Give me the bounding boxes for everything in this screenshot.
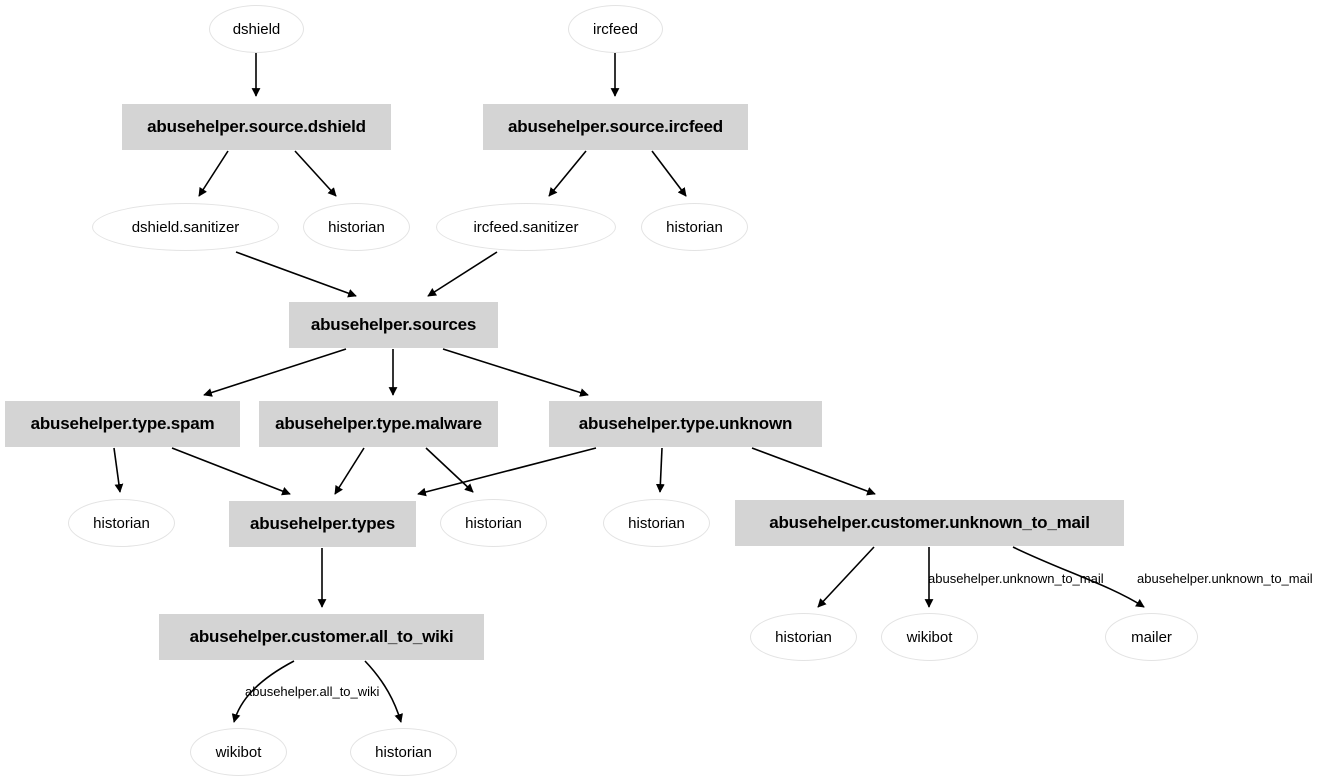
graph-edge-sources-to-type_spam xyxy=(203,348,347,397)
graph-edge-type_unknown-to-cust_unknown_to_mail xyxy=(751,447,876,496)
graph-node-dshield_sanitizer[interactable]: dshield.sanitizer xyxy=(92,203,279,251)
graph-node-label: historian xyxy=(93,514,150,532)
graph-node-historian_ircfeed[interactable]: historian xyxy=(641,203,748,251)
graph-node-wikibot_u2m[interactable]: wikibot xyxy=(881,613,978,661)
graph-node-label: abusehelper.type.unknown xyxy=(578,414,793,433)
graph-node-label: historian xyxy=(328,218,385,236)
graph-node-label: wikibot xyxy=(215,743,262,761)
graph-node-type_unknown[interactable]: abusehelper.type.unknown xyxy=(549,401,822,447)
graph-node-label: mailer xyxy=(1131,628,1172,646)
graph-edge-dshield_sanitizer-to-sources xyxy=(235,251,357,298)
graph-edge-src_ircfeed-to-ircfeed_sanitizer xyxy=(548,150,587,197)
graph-node-label: historian xyxy=(375,743,432,761)
graph-node-historian_dshield[interactable]: historian xyxy=(303,203,410,251)
graph-node-label: wikibot xyxy=(906,628,953,646)
graph-edge-src_dshield-to-historian_dshield xyxy=(294,150,337,197)
graph-node-cust_unknown_to_mail[interactable]: abusehelper.customer.unknown_to_mail xyxy=(735,500,1124,546)
graph-edge-label: abusehelper.all_to_wiki xyxy=(245,684,380,699)
graph-node-label: abusehelper.source.ircfeed xyxy=(508,117,723,136)
graph-node-ircfeed_sanitizer[interactable]: ircfeed.sanitizer xyxy=(436,203,616,251)
graph-edge-type_unknown-to-types xyxy=(417,447,597,497)
graph-node-historian_unknown[interactable]: historian xyxy=(603,499,710,547)
graph-node-label: historian xyxy=(775,628,832,646)
graph-node-label: abusehelper.customer.all_to_wiki xyxy=(189,627,454,646)
graph-edge-ircfeed_sanitizer-to-sources xyxy=(427,251,498,297)
graph-node-src_ircfeed[interactable]: abusehelper.source.ircfeed xyxy=(483,104,748,150)
graph-edge-type_unknown-to-historian_unknown xyxy=(655,447,665,493)
graph-node-type_malware[interactable]: abusehelper.type.malware xyxy=(259,401,498,447)
graph-node-cust_all_to_wiki[interactable]: abusehelper.customer.all_to_wiki xyxy=(159,614,484,660)
graph-node-type_spam[interactable]: abusehelper.type.spam xyxy=(5,401,240,447)
graph-node-mailer_u2m[interactable]: mailer xyxy=(1105,613,1198,661)
graph-node-label: ircfeed.sanitizer xyxy=(473,218,579,236)
graph-edge-label: abusehelper.unknown_to_mail xyxy=(928,571,1104,586)
graph-node-types[interactable]: abusehelper.types xyxy=(229,501,416,547)
graph-node-historian_spam[interactable]: historian xyxy=(68,499,175,547)
graph-edge-src_ircfeed-to-historian_ircfeed xyxy=(651,150,687,197)
graph-node-label: historian xyxy=(628,514,685,532)
graph-node-label: dshield xyxy=(232,20,281,38)
graph-node-label: abusehelper.types xyxy=(250,514,395,533)
graph-node-label: historian xyxy=(666,218,723,236)
graph-edge-type_malware-to-historian_malware xyxy=(425,447,474,493)
graph-node-label: abusehelper.type.malware xyxy=(275,414,482,433)
graph-node-label: abusehelper.customer.unknown_to_mail xyxy=(769,513,1090,532)
graph-node-label: abusehelper.source.dshield xyxy=(147,117,366,136)
graph-edge-cust_unknown_to_mail-to-historian_u2m xyxy=(817,546,875,608)
graph-node-historian_u2m[interactable]: historian xyxy=(750,613,857,661)
graph-node-historian_malware[interactable]: historian xyxy=(440,499,547,547)
graph-edge-type_malware-to-types xyxy=(334,447,365,495)
graph-edge-type_spam-to-historian_spam xyxy=(113,447,124,493)
graph-node-label: ircfeed xyxy=(592,20,639,38)
graph-node-label: abusehelper.type.spam xyxy=(30,414,215,433)
graph-node-historian_a2w[interactable]: historian xyxy=(350,728,457,776)
graph-node-ircfeed[interactable]: ircfeed xyxy=(568,5,663,53)
graph-node-label: abusehelper.sources xyxy=(310,315,477,334)
graph-node-wikibot_a2w[interactable]: wikibot xyxy=(190,728,287,776)
graph-node-dshield[interactable]: dshield xyxy=(209,5,304,53)
graph-edge-label: abusehelper.unknown_to_mail xyxy=(1137,571,1313,586)
graph-node-label: historian xyxy=(465,514,522,532)
graph-edge-sources-to-type_unknown xyxy=(442,348,589,397)
graph-node-src_dshield[interactable]: abusehelper.source.dshield xyxy=(122,104,391,150)
graph-edge-src_dshield-to-dshield_sanitizer xyxy=(198,150,229,197)
graph-node-sources[interactable]: abusehelper.sources xyxy=(289,302,498,348)
graph-node-label: dshield.sanitizer xyxy=(131,218,240,236)
graph-edge-type_spam-to-types xyxy=(171,447,291,496)
